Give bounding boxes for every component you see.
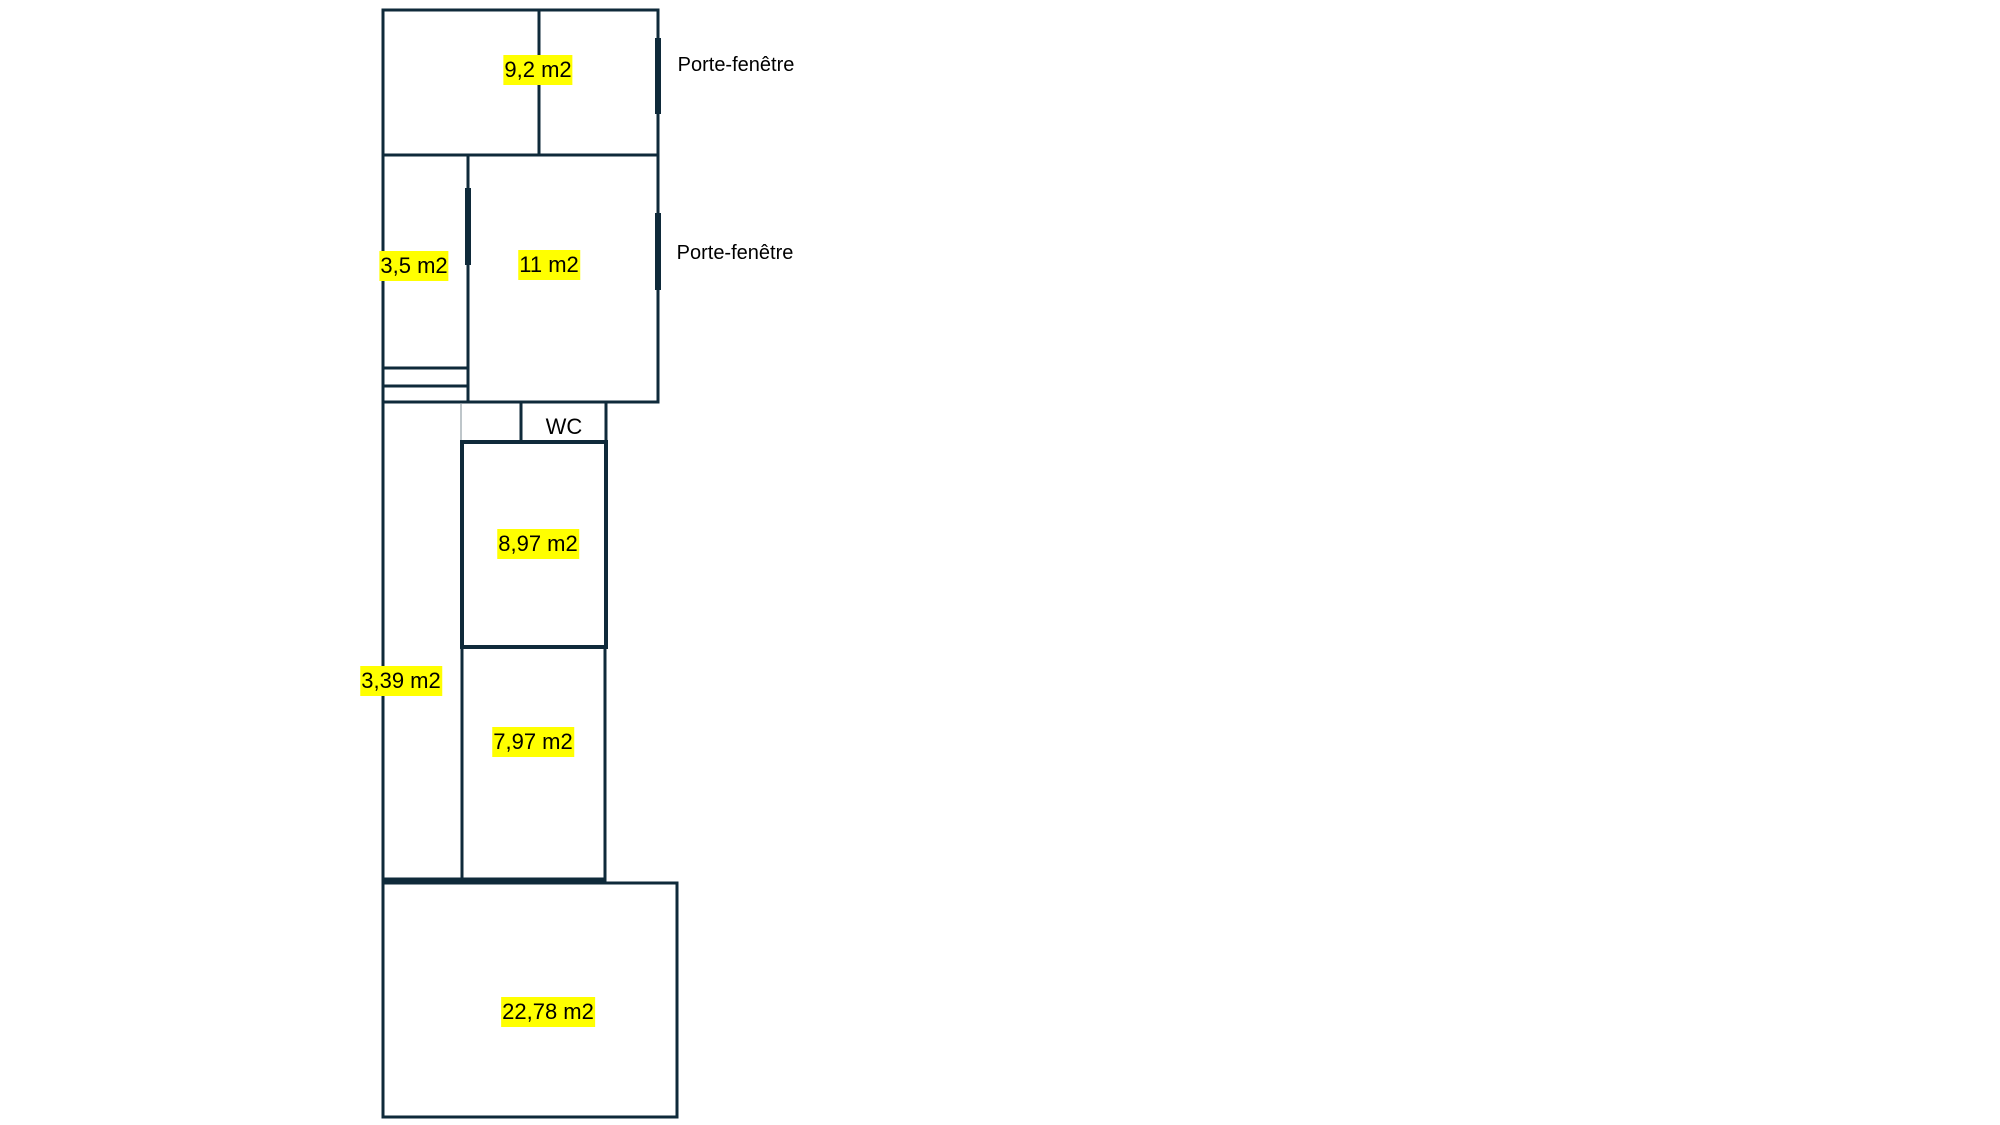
room-area-label: 3,5 m2 [379,251,449,281]
wc-label: WC [545,414,583,439]
room-area-label: 3,39 m2 [360,666,442,696]
room-area-label: 8,97 m2 [497,529,579,559]
room-area-label: 11 m2 [518,250,580,280]
room-large-outline [381,881,679,1119]
french-door-label: Porte-fenêtre [677,54,795,76]
room-797-outline [460,645,607,882]
french-door-label: Porte-fenêtre [676,242,794,264]
room-area-label: 9,2 m2 [503,55,573,85]
room-area-label: 22,78 m2 [501,997,595,1027]
room-area-label: 7,97 m2 [492,727,574,757]
